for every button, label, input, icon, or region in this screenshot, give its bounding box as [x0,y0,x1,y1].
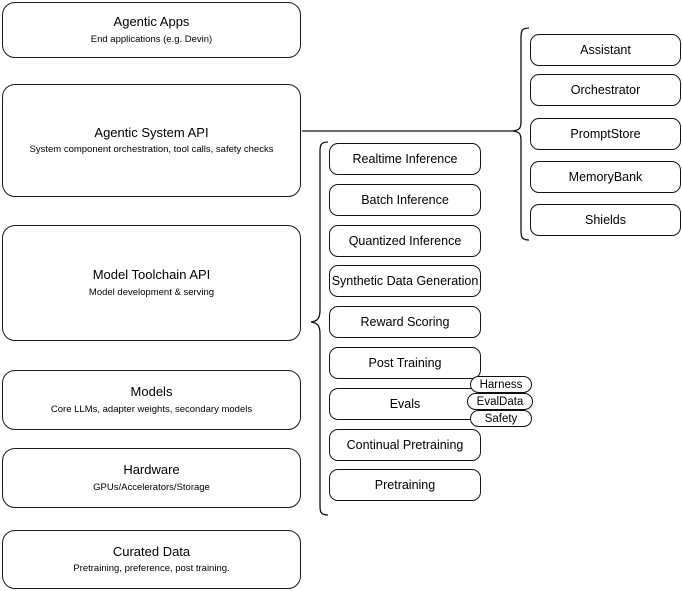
layer-subtitle: System component orchestration, tool cal… [29,144,274,156]
toolchain-item-realtime-inference[interactable]: Realtime Inference [329,143,481,175]
stack-layer-hardware[interactable]: Hardware GPUs/Accelerators/Storage [2,448,301,508]
toolchain-item-reward-scoring[interactable]: Reward Scoring [329,306,481,338]
stack-layer-model-toolchain-api[interactable]: Model Toolchain API Model development & … [2,225,301,341]
layer-subtitle: GPUs/Accelerators/Storage [93,481,210,493]
evals-subcomponent-evaldata[interactable]: EvalData [467,393,533,410]
layer-title: Curated Data [112,543,191,559]
system-component-memorybank[interactable]: MemoryBank [530,161,681,193]
system-components-brace [512,27,530,241]
layer-title: Hardware [123,462,180,478]
toolchain-item-quantized-inference[interactable]: Quantized Inference [329,225,481,257]
layer-subtitle: Model development & serving [88,286,215,298]
toolchain-item-evals[interactable]: Evals [329,388,481,420]
layer-title: Agentic System API [94,124,209,140]
stack-layer-curated-data[interactable]: Curated Data Pretraining, preference, po… [2,530,301,589]
evals-subcomponent-harness[interactable]: Harness [470,376,532,393]
toolchain-item-continual-pretraining[interactable]: Continual Pretraining [329,429,481,461]
layer-subtitle: End applications (e.g. Devin) [90,33,213,45]
stack-layer-models[interactable]: Models Core LLMs, adapter weights, secon… [2,370,301,430]
system-component-shields[interactable]: Shields [530,204,681,236]
system-component-promptstore[interactable]: PromptStore [530,118,681,150]
layer-subtitle: Core LLMs, adapter weights, secondary mo… [50,403,253,415]
toolchain-item-batch-inference[interactable]: Batch Inference [329,184,481,216]
system-component-orchestrator[interactable]: Orchestrator [530,74,681,106]
toolchain-brace [310,141,329,516]
layer-title: Model Toolchain API [92,267,211,283]
toolchain-item-pretraining[interactable]: Pretraining [329,469,481,501]
system-component-assistant[interactable]: Assistant [530,34,681,66]
layer-title: Models [130,384,173,400]
layer-subtitle: Pretraining, preference, post training. [73,563,230,575]
stack-layer-agentic-system-api[interactable]: Agentic System API System component orch… [2,84,301,197]
stack-layer-agentic-apps[interactable]: Agentic Apps End applications (e.g. Devi… [2,2,301,58]
evals-subcomponent-safety[interactable]: Safety [470,410,532,427]
toolchain-item-post-training[interactable]: Post Training [329,347,481,379]
layer-title: Agentic Apps [113,14,190,30]
toolchain-item-synthetic-data-generation[interactable]: Synthetic Data Generation [329,265,481,297]
